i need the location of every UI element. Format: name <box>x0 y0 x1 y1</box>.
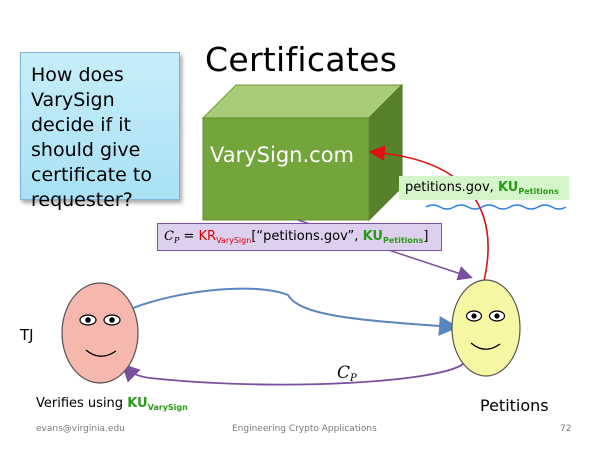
wavy-underline <box>425 204 567 210</box>
formula-equals: = <box>179 229 199 244</box>
petitions-info-label: petitions.gov, KUPetitions <box>399 176 569 200</box>
formula-kr-text: KR <box>198 229 217 244</box>
verifies-key-subscript: VarySign <box>147 403 188 412</box>
varysign-box <box>201 83 404 222</box>
formula-ku-text: KU <box>362 229 383 244</box>
cert-arrow-label: CP <box>337 363 357 384</box>
verifies-key-text: KU <box>127 396 148 411</box>
formula-var-subscript: P <box>173 236 180 245</box>
certificate-formula: CP = KRVarySign[“petitions.gov”, KUPetit… <box>157 223 442 251</box>
formula-message: [“petitions.gov”, <box>251 229 363 244</box>
petitions-public-key: KUPetitions <box>497 180 559 196</box>
cert-arrow-var: C <box>337 363 351 383</box>
slide-title: Certificates <box>205 40 398 79</box>
footer-email: evans@virginia.edu <box>36 424 125 434</box>
formula-close-bracket: ] <box>423 229 429 244</box>
certificate-send-arrow <box>121 363 464 386</box>
petitions-label: Petitions <box>480 396 549 415</box>
varysign-public-key: KUVarySign <box>127 396 188 412</box>
question-callout: How does VarySign decide if it should gi… <box>20 52 180 211</box>
formula-ku-subscript: Petitions <box>382 236 424 245</box>
formula-cert-var: CP <box>164 229 180 245</box>
formula-var-text: C <box>164 229 174 244</box>
footer-course: Engineering Crypto Applications <box>232 424 377 434</box>
varysign-box-label: VarySign.com <box>210 143 354 167</box>
formula-public-key: KUPetitions <box>362 229 424 245</box>
verifies-label: Verifies using KUVarySign <box>36 396 188 412</box>
petitions-key-text: KU <box>497 180 519 195</box>
cert-arrow-subscript: P <box>350 373 357 384</box>
verifies-text: Verifies using <box>36 396 128 411</box>
tj-face <box>61 282 139 384</box>
formula-kr-subscript: VarySign <box>216 236 252 245</box>
tj-label: TJ <box>20 326 34 344</box>
petitions-domain-text: petitions.gov, <box>405 180 498 195</box>
connect-arrow <box>132 287 459 336</box>
formula-private-key: KRVarySign <box>198 229 252 245</box>
petitions-face <box>451 279 521 377</box>
petitions-key-subscript: Petitions <box>518 187 559 196</box>
slide-number: 72 <box>560 424 572 434</box>
